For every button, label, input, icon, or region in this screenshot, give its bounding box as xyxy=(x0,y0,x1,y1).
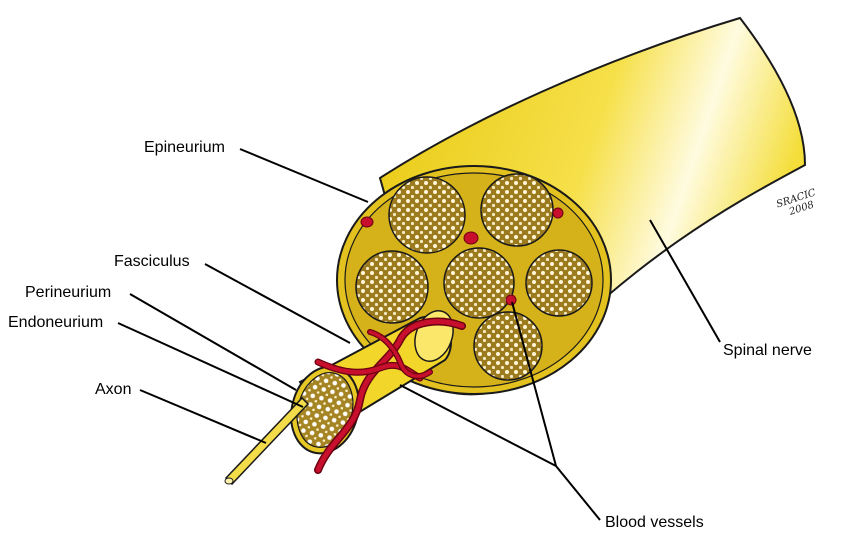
fascicle xyxy=(473,311,543,381)
leader-lines xyxy=(117,148,721,521)
leader-perineurium xyxy=(129,293,297,391)
fascicle xyxy=(525,249,593,317)
leader-blood-vessels-3 xyxy=(399,384,557,467)
label-axon: Axon xyxy=(95,381,132,398)
vessel-dots xyxy=(360,207,564,306)
fascicle xyxy=(355,250,429,324)
axon xyxy=(224,396,310,486)
label-epineurium: Epineurium xyxy=(144,139,225,156)
label-endoneurium: Endoneurium xyxy=(8,314,104,331)
leader-fasciculus xyxy=(204,263,351,344)
leader-blood-vessels-1 xyxy=(555,465,601,521)
leader-blood-vessels-2 xyxy=(511,301,557,467)
blood-vessel-dot xyxy=(552,207,564,219)
leader-spinal-nerve xyxy=(649,219,721,343)
blood-vessel-dot xyxy=(360,216,374,228)
blood-vessel-dot xyxy=(505,294,517,306)
leader-axon xyxy=(139,389,267,444)
blood-vessel-network xyxy=(314,317,466,474)
fascicle xyxy=(388,176,466,254)
fascicle xyxy=(443,247,515,319)
blood-vessel-dot xyxy=(463,231,479,245)
label-spinal-nerve: Spinal nerve xyxy=(723,342,812,359)
fascicle xyxy=(480,173,554,247)
fascicles xyxy=(355,173,593,381)
axon-end xyxy=(224,477,234,485)
label-fasciculus: Fasciculus xyxy=(114,253,190,270)
label-perineurium: Perineurium xyxy=(25,284,112,301)
leader-endoneurium xyxy=(117,322,304,408)
label-blood-vessels: Blood vessels xyxy=(605,514,704,531)
leader-epineurium xyxy=(239,148,369,203)
